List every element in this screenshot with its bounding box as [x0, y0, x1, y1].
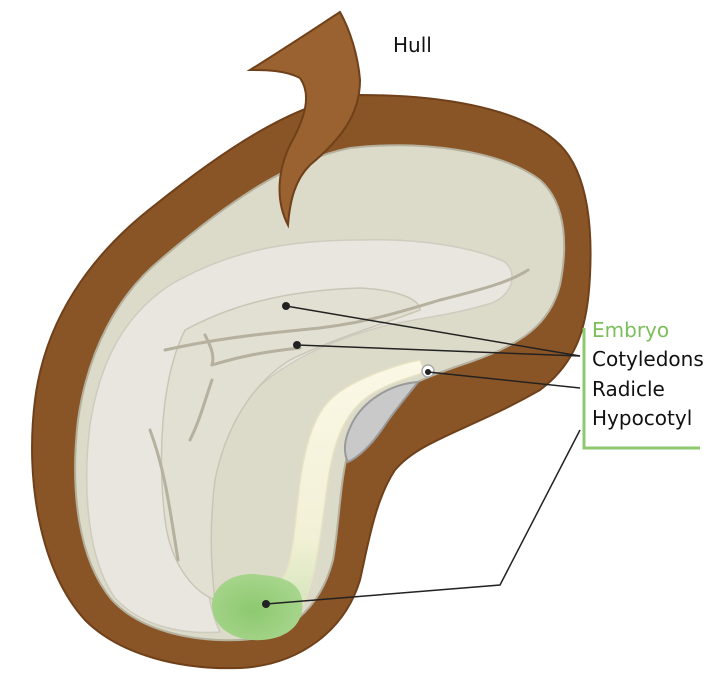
hull-label: Hull: [393, 33, 432, 57]
dot-cotyledon-lower: [293, 341, 301, 349]
dot-hypocotyl: [262, 600, 270, 608]
hypocotyl-label: Hypocotyl: [592, 406, 692, 430]
embryo-tip: [212, 574, 302, 640]
radicle-label: Radicle: [592, 377, 665, 401]
dot-radicle: [425, 369, 431, 375]
embryo-label: Embryo: [592, 318, 669, 342]
dot-cotyledon-upper: [282, 302, 290, 310]
cotyledons-label: Cotyledons: [592, 347, 704, 371]
